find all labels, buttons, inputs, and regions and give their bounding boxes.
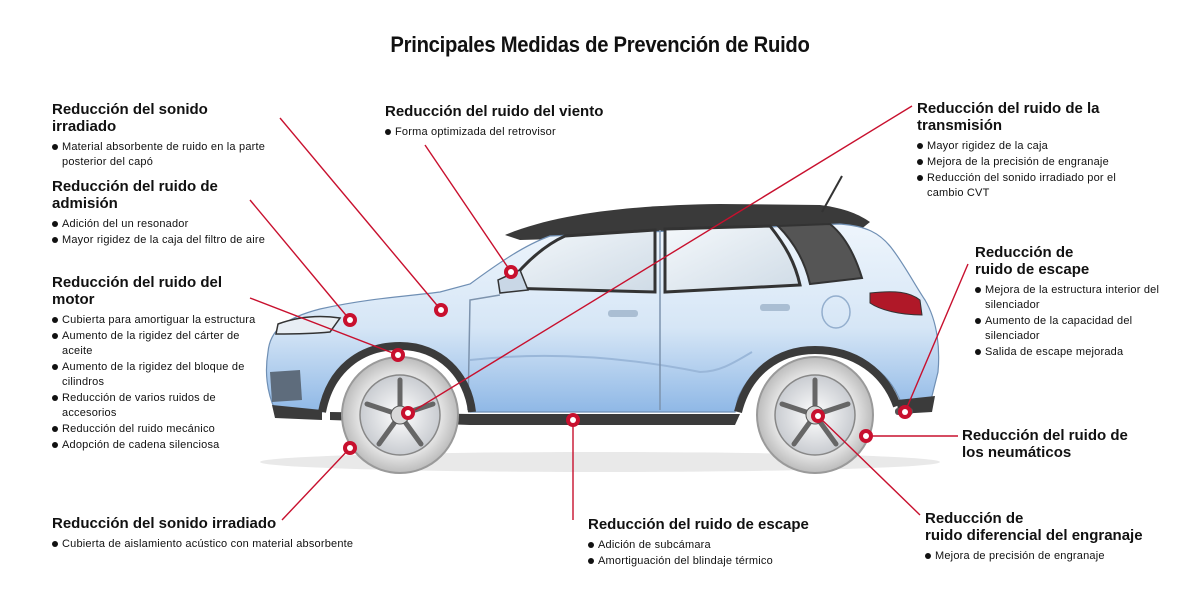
block-title: Reducción de ruido de escape [975,244,1090,278]
car-taillight [869,291,923,316]
block-title: Reducción del sonido irradiado [52,515,277,532]
leader-admision [249,199,351,321]
block-sonido-irradiado-top: Reducción del sonido irradiado Material … [52,101,272,171]
list-item: Amortiguación del blindaje térmico [588,554,848,569]
list-item: Mejora de la estructura interior del sil… [975,283,1165,313]
marker-dots [343,265,912,455]
list-item: Mayor rigidez de la caja del filtro de a… [52,233,267,248]
list-item: Salida de escape mejorada [975,345,1165,360]
list-item: Cubierta de aislamiento acústico con mat… [52,537,412,552]
car-headlight [275,315,342,335]
marker-sonido-bottom [343,441,357,455]
marker-transmision [401,406,415,420]
leader-lines [249,105,969,521]
list-item: Mejora de la precisión de engranaje [917,155,1142,170]
block-title: Reducción del ruido del viento [385,103,604,120]
car-front-lower [272,405,322,420]
leader-viento [424,144,512,273]
leader-transmision [414,105,913,411]
car-rear-arch [734,345,901,414]
marker-admision [343,313,357,327]
block-title: Reducción del ruido de la transmisión [917,100,1100,134]
list-item: Mejora de precisión de engranaje [925,549,1165,564]
car-door-handle-rear [760,304,790,311]
list-item: Aumento de la rigidez del bloque de cili… [52,360,262,390]
leader-sonido-bottom [281,447,351,521]
block-motor: Reducción del ruido del motor Cubierta p… [52,274,262,454]
block-title: Reducción del ruido del motor [52,274,223,308]
block-title: Reducción de ruido diferencial del engra… [925,510,1143,544]
block-escape-bottom: Reducción del ruido de escape Adición de… [588,516,848,570]
block-transmision: Reducción del ruido de la transmisión Ma… [917,100,1142,202]
car-front-bumper [270,370,302,402]
list-item: Reducción del sonido irradiado por el ca… [917,171,1142,201]
marker-viento [504,265,518,279]
block-neumaticos: Reducción del ruido de los neumáticos [962,427,1162,466]
front-wheel [341,356,459,474]
list-item: Reducción del ruido mecánico [52,422,262,437]
car-antenna [821,175,843,213]
list-item: Mayor rigidez de la caja [917,139,1142,154]
list-item: Forma optimizada del retrovisor [385,125,645,140]
car-window-rear [663,224,802,294]
list-item: Cubierta para amortiguar la estructura [52,313,262,328]
leader-escape-right [904,263,969,413]
block-diferencial: Reducción de ruido diferencial del engra… [925,510,1165,565]
car-body-line [469,351,753,374]
marker-escape-right [898,405,912,419]
list-item: Aumento de la rigidez del cárter de acei… [52,329,262,359]
car-front-arch [318,341,476,413]
block-title: Reducción del ruido de los neumáticos [962,427,1128,461]
car-door-handle-front [608,310,638,317]
list-item: Adición de subcámara [588,538,848,553]
page-title: Principales Medidas de Prevención de Rui… [390,32,810,57]
list-item: Adición del un resonador [52,217,267,232]
marker-motor [391,348,405,362]
list-item: Aumento de la capacidad del silenciador [975,314,1165,344]
list-item: Material absorbente de ruido en la parte… [52,140,272,170]
list-item: Adopción de cadena silenciosa [52,438,262,453]
marker-capo [434,303,448,317]
block-escape-right: Reducción de ruido de escape Mejora de l… [975,244,1165,361]
block-title: Reducción del ruido de admisión [52,178,218,212]
marker-escape-bottom [566,413,580,427]
block-viento: Reducción del ruido del viento Forma opt… [385,103,645,141]
leader-diferencial [817,415,921,516]
block-sonido-irradiado-bottom: Reducción del sonido irradiado Cubierta … [52,515,412,553]
leader-motor [249,297,399,356]
marker-diferencial [811,409,825,423]
car-fuel-cap [821,295,851,329]
list-item: Reducción de varios ruidos de accesorios [52,391,262,421]
car-window-quarter [775,222,864,286]
leader-sonido-top [279,117,442,311]
car-door-line-front [467,294,501,411]
block-title: Reducción del sonido irradiado [52,101,208,135]
block-title: Reducción del ruido de escape [588,516,809,533]
marker-neumaticos [859,429,873,443]
block-admision: Reducción del ruido de admisión Adición … [52,178,267,249]
